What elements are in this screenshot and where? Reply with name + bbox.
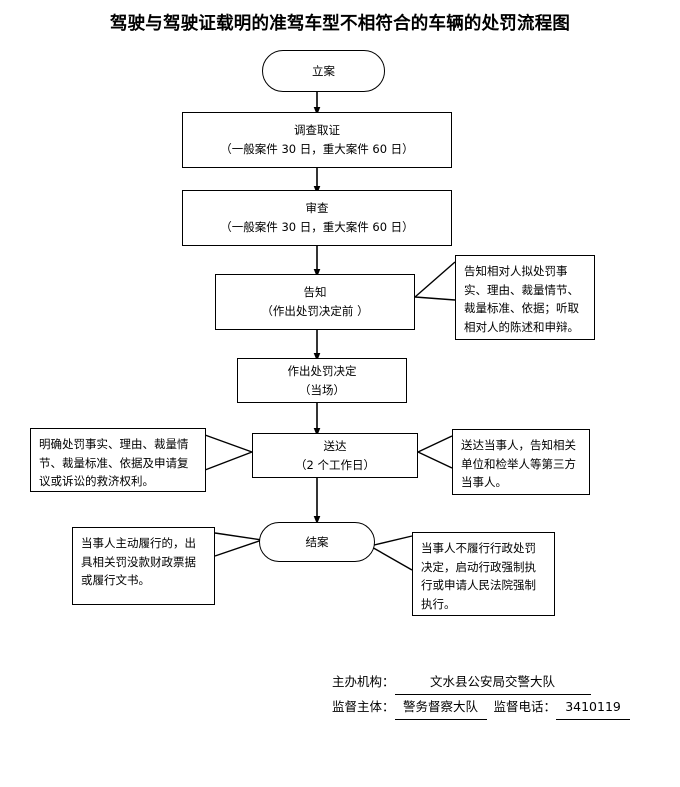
leader-closing-left (214, 532, 263, 557)
node-review[interactable]: 审查 （一般案件 30 日，重大案件 60 日） (182, 190, 452, 246)
page-title: 驾驶与驾驶证载明的准驾车型不相符合的车辆的处罚流程图 (109, 14, 571, 34)
node-closing[interactable]: 结案 (259, 522, 375, 562)
node-investigation-line1: 调查取证 (294, 123, 340, 138)
note-notify-right: 告知相对人拟处罚事实、理由、裁量情节、裁量标准、依据；听取相对人的陈述和申辩。 (455, 255, 595, 340)
footer-block: 主办机构： 文水县公安局交警大队 监督主体： 警务督察大队 监督电话： 3410… (332, 670, 631, 720)
footer-supervisor-value: 警务督察大队 (394, 695, 487, 720)
node-service-line1: 送达 (323, 438, 347, 453)
node-notify[interactable]: 告知 （作出处罚决定前 ） (215, 274, 415, 330)
node-investigation-line2: （一般案件 30 日，重大案件 60 日） (220, 142, 414, 156)
footer-supervisor-label: 监督主体： (332, 698, 395, 714)
node-decision-line2: （当场） (299, 382, 345, 397)
node-service[interactable]: 送达 （2 个工作日） (252, 433, 418, 478)
footer-phone-value: 3410119 (556, 695, 631, 720)
leader-notify-right (414, 261, 456, 301)
footer-organizer-label: 主办机构： (332, 674, 395, 689)
node-review-line2: （一般案件 30 日，重大案件 60 日） (220, 220, 414, 234)
footer-supervisor-row: 监督主体： 警务督察大队 监督电话： 3410119 (332, 695, 631, 720)
node-closing-line1: 结案 (305, 534, 329, 549)
node-filing[interactable]: 立案 (262, 50, 385, 92)
node-decision[interactable]: 作出处罚决定 （当场） (237, 358, 407, 403)
leader-service-left (204, 434, 253, 471)
note-closing-left: 当事人主动履行的，出具相关罚没款财政票据或履行文书。 (72, 527, 215, 605)
note-closing-right: 当事人不履行行政处罚决定，启动行政强制执行或申请人民法院强制执行。 (412, 532, 555, 616)
node-notify-line2: （作出处罚决定前 ） (261, 304, 369, 318)
node-service-line2: （2 个工作日） (295, 457, 375, 472)
node-review-line1: 审查 (305, 201, 329, 216)
footer-organizer-row: 主办机构： 文水县公安局交警大队 (332, 670, 630, 695)
note-service-right: 送达当事人，告知相关单位和检举人等第三方当事人。 (452, 429, 590, 495)
footer-organizer-value: 文水县公安局交警大队 (394, 670, 591, 695)
leader-service-right (417, 435, 453, 469)
node-filing-line1: 立案 (312, 63, 335, 78)
node-notify-line1: 告知 (303, 285, 327, 300)
note-service-left: 明确处罚事实、理由、裁量情节、裁量标准、依据及申请复议或诉讼的救济权利。 (30, 428, 206, 492)
node-investigation[interactable]: 调查取证 （一般案件 30 日，重大案件 60 日） (182, 112, 452, 168)
footer-phone-label: 监督电话： (493, 698, 557, 714)
node-decision-line1: 作出处罚决定 (287, 363, 357, 378)
leader-closing-right (369, 535, 413, 571)
